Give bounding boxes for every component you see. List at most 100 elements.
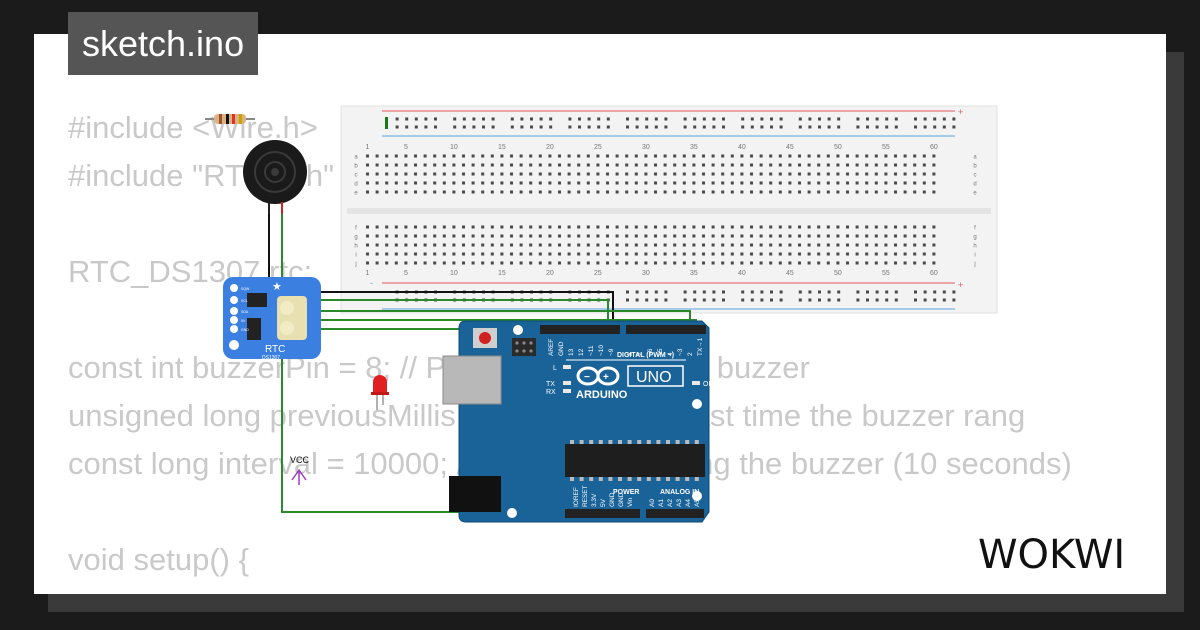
breadboard-hole[interactable] <box>682 243 686 247</box>
breadboard-hole[interactable] <box>385 225 389 229</box>
breadboard-hole[interactable] <box>577 190 581 194</box>
breadboard-hole[interactable] <box>702 181 705 185</box>
reset-button[interactable] <box>479 332 491 344</box>
breadboard-hole[interactable] <box>663 172 667 176</box>
rail-hole[interactable] <box>760 125 764 129</box>
breadboard-hole[interactable] <box>663 181 667 185</box>
breadboard-hole[interactable] <box>586 243 590 247</box>
breadboard-hole[interactable] <box>596 172 600 176</box>
breadboard-hole[interactable] <box>375 225 379 229</box>
breadboard-hole[interactable] <box>490 225 494 229</box>
breadboard-hole[interactable] <box>558 163 561 167</box>
breadboard-hole[interactable] <box>663 252 667 256</box>
breadboard-hole[interactable] <box>433 243 437 247</box>
breadboard-hole[interactable] <box>874 261 878 265</box>
breadboard-hole[interactable] <box>462 154 465 158</box>
breadboard-hole[interactable] <box>462 181 465 185</box>
breadboard-hole[interactable] <box>596 154 600 158</box>
breadboard-hole[interactable] <box>932 163 936 167</box>
breadboard-hole[interactable] <box>759 190 763 194</box>
rail-hole[interactable] <box>635 125 639 129</box>
rail-hole[interactable] <box>779 298 783 302</box>
breadboard-hole[interactable] <box>625 225 629 229</box>
rail-hole[interactable] <box>712 290 716 294</box>
breadboard-hole[interactable] <box>625 243 629 247</box>
rail-hole[interactable] <box>885 125 889 129</box>
breadboard-hole[interactable] <box>759 172 763 176</box>
breadboard-hole[interactable] <box>394 190 398 194</box>
resistor[interactable] <box>205 114 255 124</box>
breadboard-hole[interactable] <box>788 190 792 194</box>
breadboard-hole[interactable] <box>817 181 821 185</box>
breadboard-hole[interactable] <box>481 225 485 229</box>
rail-hole[interactable] <box>770 117 773 121</box>
breadboard-hole[interactable] <box>442 234 446 238</box>
breadboard-hole[interactable] <box>711 181 715 185</box>
analog-header[interactable] <box>646 509 704 518</box>
rail-hole[interactable] <box>722 290 725 294</box>
breadboard-hole[interactable] <box>846 154 849 158</box>
breadboard-hole[interactable] <box>865 154 869 158</box>
digital-header-left[interactable] <box>540 325 620 334</box>
breadboard-hole[interactable] <box>778 172 782 176</box>
breadboard-hole[interactable] <box>721 172 725 176</box>
breadboard-hole[interactable] <box>894 172 897 176</box>
breadboard-hole[interactable] <box>567 225 571 229</box>
breadboard-hole[interactable] <box>855 172 859 176</box>
breadboard-hole[interactable] <box>884 252 888 256</box>
breadboard-hole[interactable] <box>692 261 696 265</box>
breadboard-hole[interactable] <box>874 181 878 185</box>
rail-hole[interactable] <box>654 125 658 129</box>
breadboard-hole[interactable] <box>836 163 840 167</box>
rail-hole[interactable] <box>664 125 668 129</box>
breadboard-hole[interactable] <box>538 252 542 256</box>
rail-hole[interactable] <box>722 298 725 302</box>
breadboard-hole[interactable] <box>423 163 427 167</box>
breadboard-hole[interactable] <box>471 163 475 167</box>
breadboard-hole[interactable] <box>788 243 792 247</box>
breadboard-hole[interactable] <box>606 163 609 167</box>
breadboard-hole[interactable] <box>442 172 446 176</box>
breadboard-hole[interactable] <box>548 172 552 176</box>
breadboard-hole[interactable] <box>462 225 465 229</box>
breadboard-hole[interactable] <box>721 163 725 167</box>
breadboard-hole[interactable] <box>519 225 523 229</box>
breadboard-hole[interactable] <box>807 172 811 176</box>
breadboard-hole[interactable] <box>836 234 840 238</box>
breadboard-hole[interactable] <box>750 234 753 238</box>
breadboard-hole[interactable] <box>519 234 523 238</box>
rail-hole[interactable] <box>942 290 946 294</box>
rail-hole[interactable] <box>520 117 524 121</box>
rail-hole[interactable] <box>405 125 409 129</box>
breadboard-hole[interactable] <box>769 154 773 158</box>
breadboard-hole[interactable] <box>644 154 648 158</box>
breadboard-hole[interactable] <box>692 172 696 176</box>
breadboard-hole[interactable] <box>654 234 657 238</box>
breadboard-hole[interactable] <box>375 172 379 176</box>
breadboard-hole[interactable] <box>673 243 677 247</box>
breadboard-hole[interactable] <box>567 243 571 247</box>
breadboard-hole[interactable] <box>769 163 773 167</box>
rail-hole[interactable] <box>866 290 869 294</box>
breadboard-hole[interactable] <box>606 252 609 256</box>
breadboard-hole[interactable] <box>826 225 830 229</box>
breadboard-hole[interactable] <box>586 234 590 238</box>
breadboard-hole[interactable] <box>404 234 408 238</box>
rail-hole[interactable] <box>702 125 706 129</box>
breadboard-hole[interactable] <box>817 190 821 194</box>
led[interactable] <box>371 375 389 410</box>
breadboard-hole[interactable] <box>548 163 552 167</box>
rail-hole[interactable] <box>914 125 917 129</box>
rail-hole[interactable] <box>453 125 457 129</box>
breadboard-hole[interactable] <box>577 243 581 247</box>
breadboard-hole[interactable] <box>932 181 936 185</box>
breadboard-hole[interactable] <box>913 225 917 229</box>
breadboard-hole[interactable] <box>375 252 379 256</box>
breadboard-hole[interactable] <box>471 261 475 265</box>
breadboard-hole[interactable] <box>433 154 437 158</box>
breadboard-hole[interactable] <box>721 252 725 256</box>
breadboard-hole[interactable] <box>548 190 552 194</box>
breadboard-hole[interactable] <box>692 181 696 185</box>
breadboard-hole[interactable] <box>519 172 523 176</box>
